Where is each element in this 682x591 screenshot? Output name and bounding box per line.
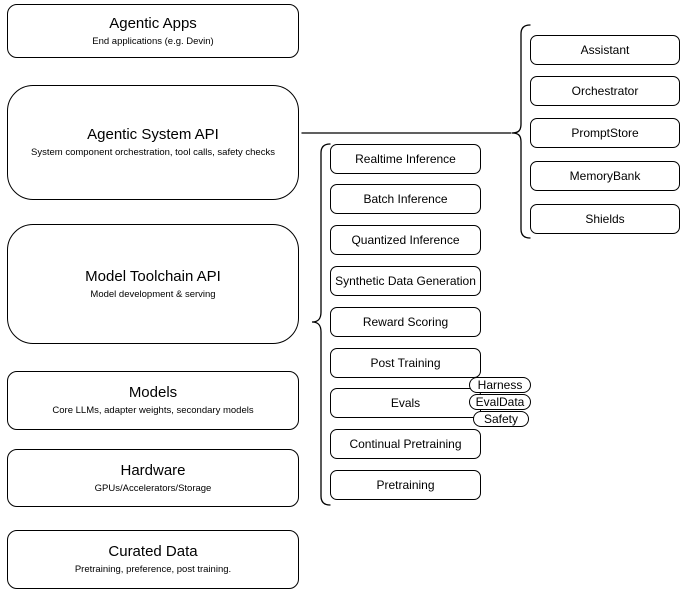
node-subtitle: Pretraining, preference, post training. [74, 564, 232, 575]
node-subtitle: Core LLMs, adapter weights, secondary mo… [52, 405, 254, 416]
node-title: Agentic System API [87, 126, 219, 143]
brace-system-components [511, 24, 531, 239]
node-promptstore: PromptStore [530, 118, 680, 148]
brace-toolchain-components [311, 143, 331, 506]
node-title: Hardware [120, 461, 186, 479]
node-models: Models Core LLMs, adapter weights, secon… [7, 371, 299, 430]
node-memorybank: MemoryBank [530, 161, 680, 191]
node-shields: Shields [530, 204, 680, 234]
node-hardware: Hardware GPUs/Accelerators/Storage [7, 449, 299, 507]
node-curated-data: Curated Data Pretraining, preference, po… [7, 530, 299, 589]
node-agentic-system-api: Agentic System API System component orch… [7, 85, 299, 200]
node-batch-inference: Batch Inference [330, 184, 481, 214]
node-quantized-inference: Quantized Inference [330, 225, 481, 255]
node-model-toolchain-api: Model Toolchain API Model development & … [7, 224, 299, 344]
node-post-training: Post Training [330, 348, 481, 378]
node-reward-scoring: Reward Scoring [330, 307, 481, 337]
pill-harness: Harness [469, 377, 531, 393]
node-title: Models [128, 384, 178, 401]
node-subtitle: System component orchestration, tool cal… [31, 147, 275, 158]
node-title: Agentic Apps [109, 14, 197, 32]
node-orchestrator: Orchestrator [530, 76, 680, 106]
node-title: Curated Data [108, 543, 198, 560]
node-continual-pretraining: Continual Pretraining [330, 429, 481, 459]
node-title: Model Toolchain API [85, 267, 221, 285]
node-subtitle: End applications (e.g. Devin) [92, 35, 214, 47]
node-realtime-inference: Realtime Inference [330, 144, 481, 174]
pill-safety: Safety [473, 411, 529, 427]
node-subtitle: GPUs/Accelerators/Storage [94, 482, 212, 494]
node-subtitle: Model development & serving [90, 288, 216, 300]
node-pretraining: Pretraining [330, 470, 481, 500]
node-agentic-apps: Agentic Apps End applications (e.g. Devi… [7, 4, 299, 58]
node-synthetic-data-generation: Synthetic Data Generation [330, 266, 481, 296]
node-evals: Evals [330, 388, 481, 418]
pill-evaldata: EvalData [469, 394, 531, 410]
node-assistant: Assistant [530, 35, 680, 65]
